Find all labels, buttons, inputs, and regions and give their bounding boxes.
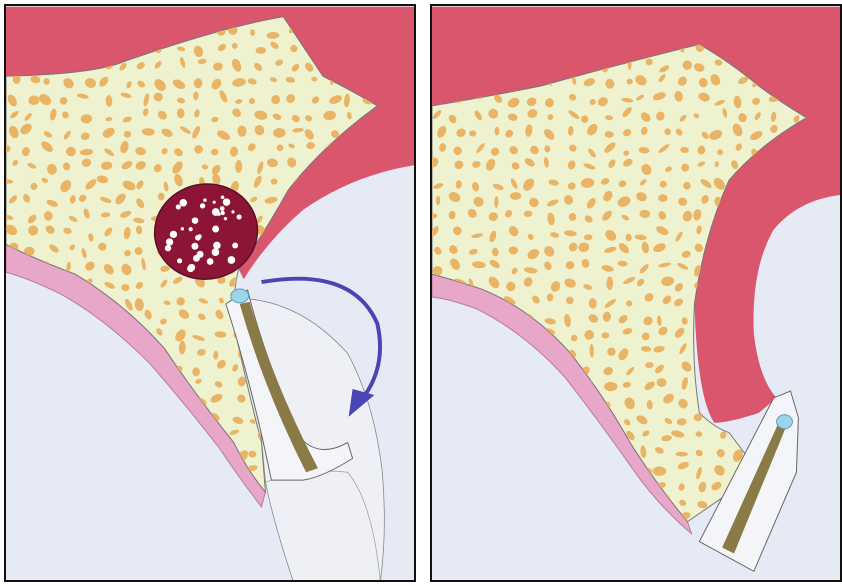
lesion-spot [189,227,193,231]
lesion-spot [232,242,238,248]
lesion-spot [181,227,184,230]
lesion-spot [231,210,234,213]
lesion-spot [221,195,225,199]
diagram-after-svg [432,6,840,580]
panel-before [4,4,416,582]
root-apex [231,289,249,303]
diagram-before-svg [6,6,414,580]
lesion-spot [203,198,207,202]
lesion-spot [228,256,236,264]
trabecula [256,47,266,54]
lesion-spot [237,214,242,219]
lesion-spot [223,198,231,206]
lesion-spot [212,248,220,256]
lesion-spot [212,208,220,216]
lesion-spot [213,242,221,250]
lesion-spot [192,217,199,224]
lesion-spot [165,245,171,251]
lesion-spot [213,201,216,204]
lesion-spot [197,251,204,258]
lesion-spot [224,217,227,220]
lesion-spot [191,243,198,250]
trabecula [646,58,653,65]
lesion-spot [220,211,224,215]
panel-after [430,4,842,582]
lesion-spot [220,206,225,211]
lesion-spot [177,258,182,263]
trabecula [653,466,667,475]
lesion-spot [187,265,194,272]
trabecula [433,266,443,276]
lesion-spot [166,238,173,245]
lesion-spot [179,199,187,207]
trabecula [676,452,688,457]
lesion-spot [207,258,214,265]
lesion-spot [200,203,205,208]
trabecula [495,127,500,136]
lesion-spot [170,231,177,238]
lesion-spot [195,235,201,241]
root-apex [777,415,793,429]
lesion-spot [176,204,181,209]
lesion-spot [212,226,219,233]
